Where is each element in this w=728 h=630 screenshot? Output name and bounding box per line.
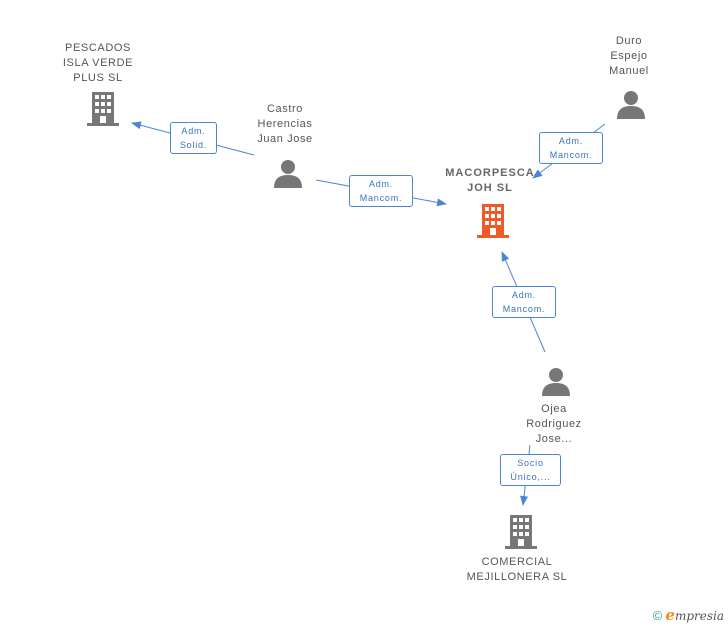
edge-label-ojea-comercial[interactable]: Socio Único,... (500, 454, 561, 486)
person-icon[interactable] (273, 158, 303, 188)
node-label-pescados[interactable]: PESCADOS ISLA VERDE PLUS SL (62, 42, 134, 84)
edge-label-castro-main[interactable]: Adm. Mancom. (349, 175, 413, 207)
person-icon[interactable] (541, 366, 571, 396)
building-icon[interactable] (505, 515, 537, 549)
node-label-duro[interactable]: Duro Espejo Manuel (609, 35, 649, 77)
building-icon[interactable] (87, 92, 119, 126)
node-label-comercial[interactable]: COMERCIAL MEJILLONERA SL (466, 556, 568, 583)
copyright-icon: © (652, 607, 663, 623)
person-icon[interactable] (616, 89, 646, 119)
footer-brand[interactable]: © empresia (653, 606, 724, 624)
edge-label-ojea-main[interactable]: Adm. Mancom. (492, 286, 556, 318)
edge-label-castro-pescados[interactable]: Adm. Solid. (170, 122, 217, 154)
node-label-ojea[interactable]: Ojea Rodriguez Jose... (526, 403, 582, 445)
main-building-icon[interactable] (477, 204, 509, 238)
brand-logo: empresia (665, 606, 724, 624)
node-label-castro[interactable]: Castro Herencias Juan Jose (257, 103, 313, 145)
edge-label-duro-main[interactable]: Adm. Mancom. (539, 132, 603, 164)
node-label-macorpesca[interactable]: MACORPESCA JOH SL (445, 167, 535, 194)
